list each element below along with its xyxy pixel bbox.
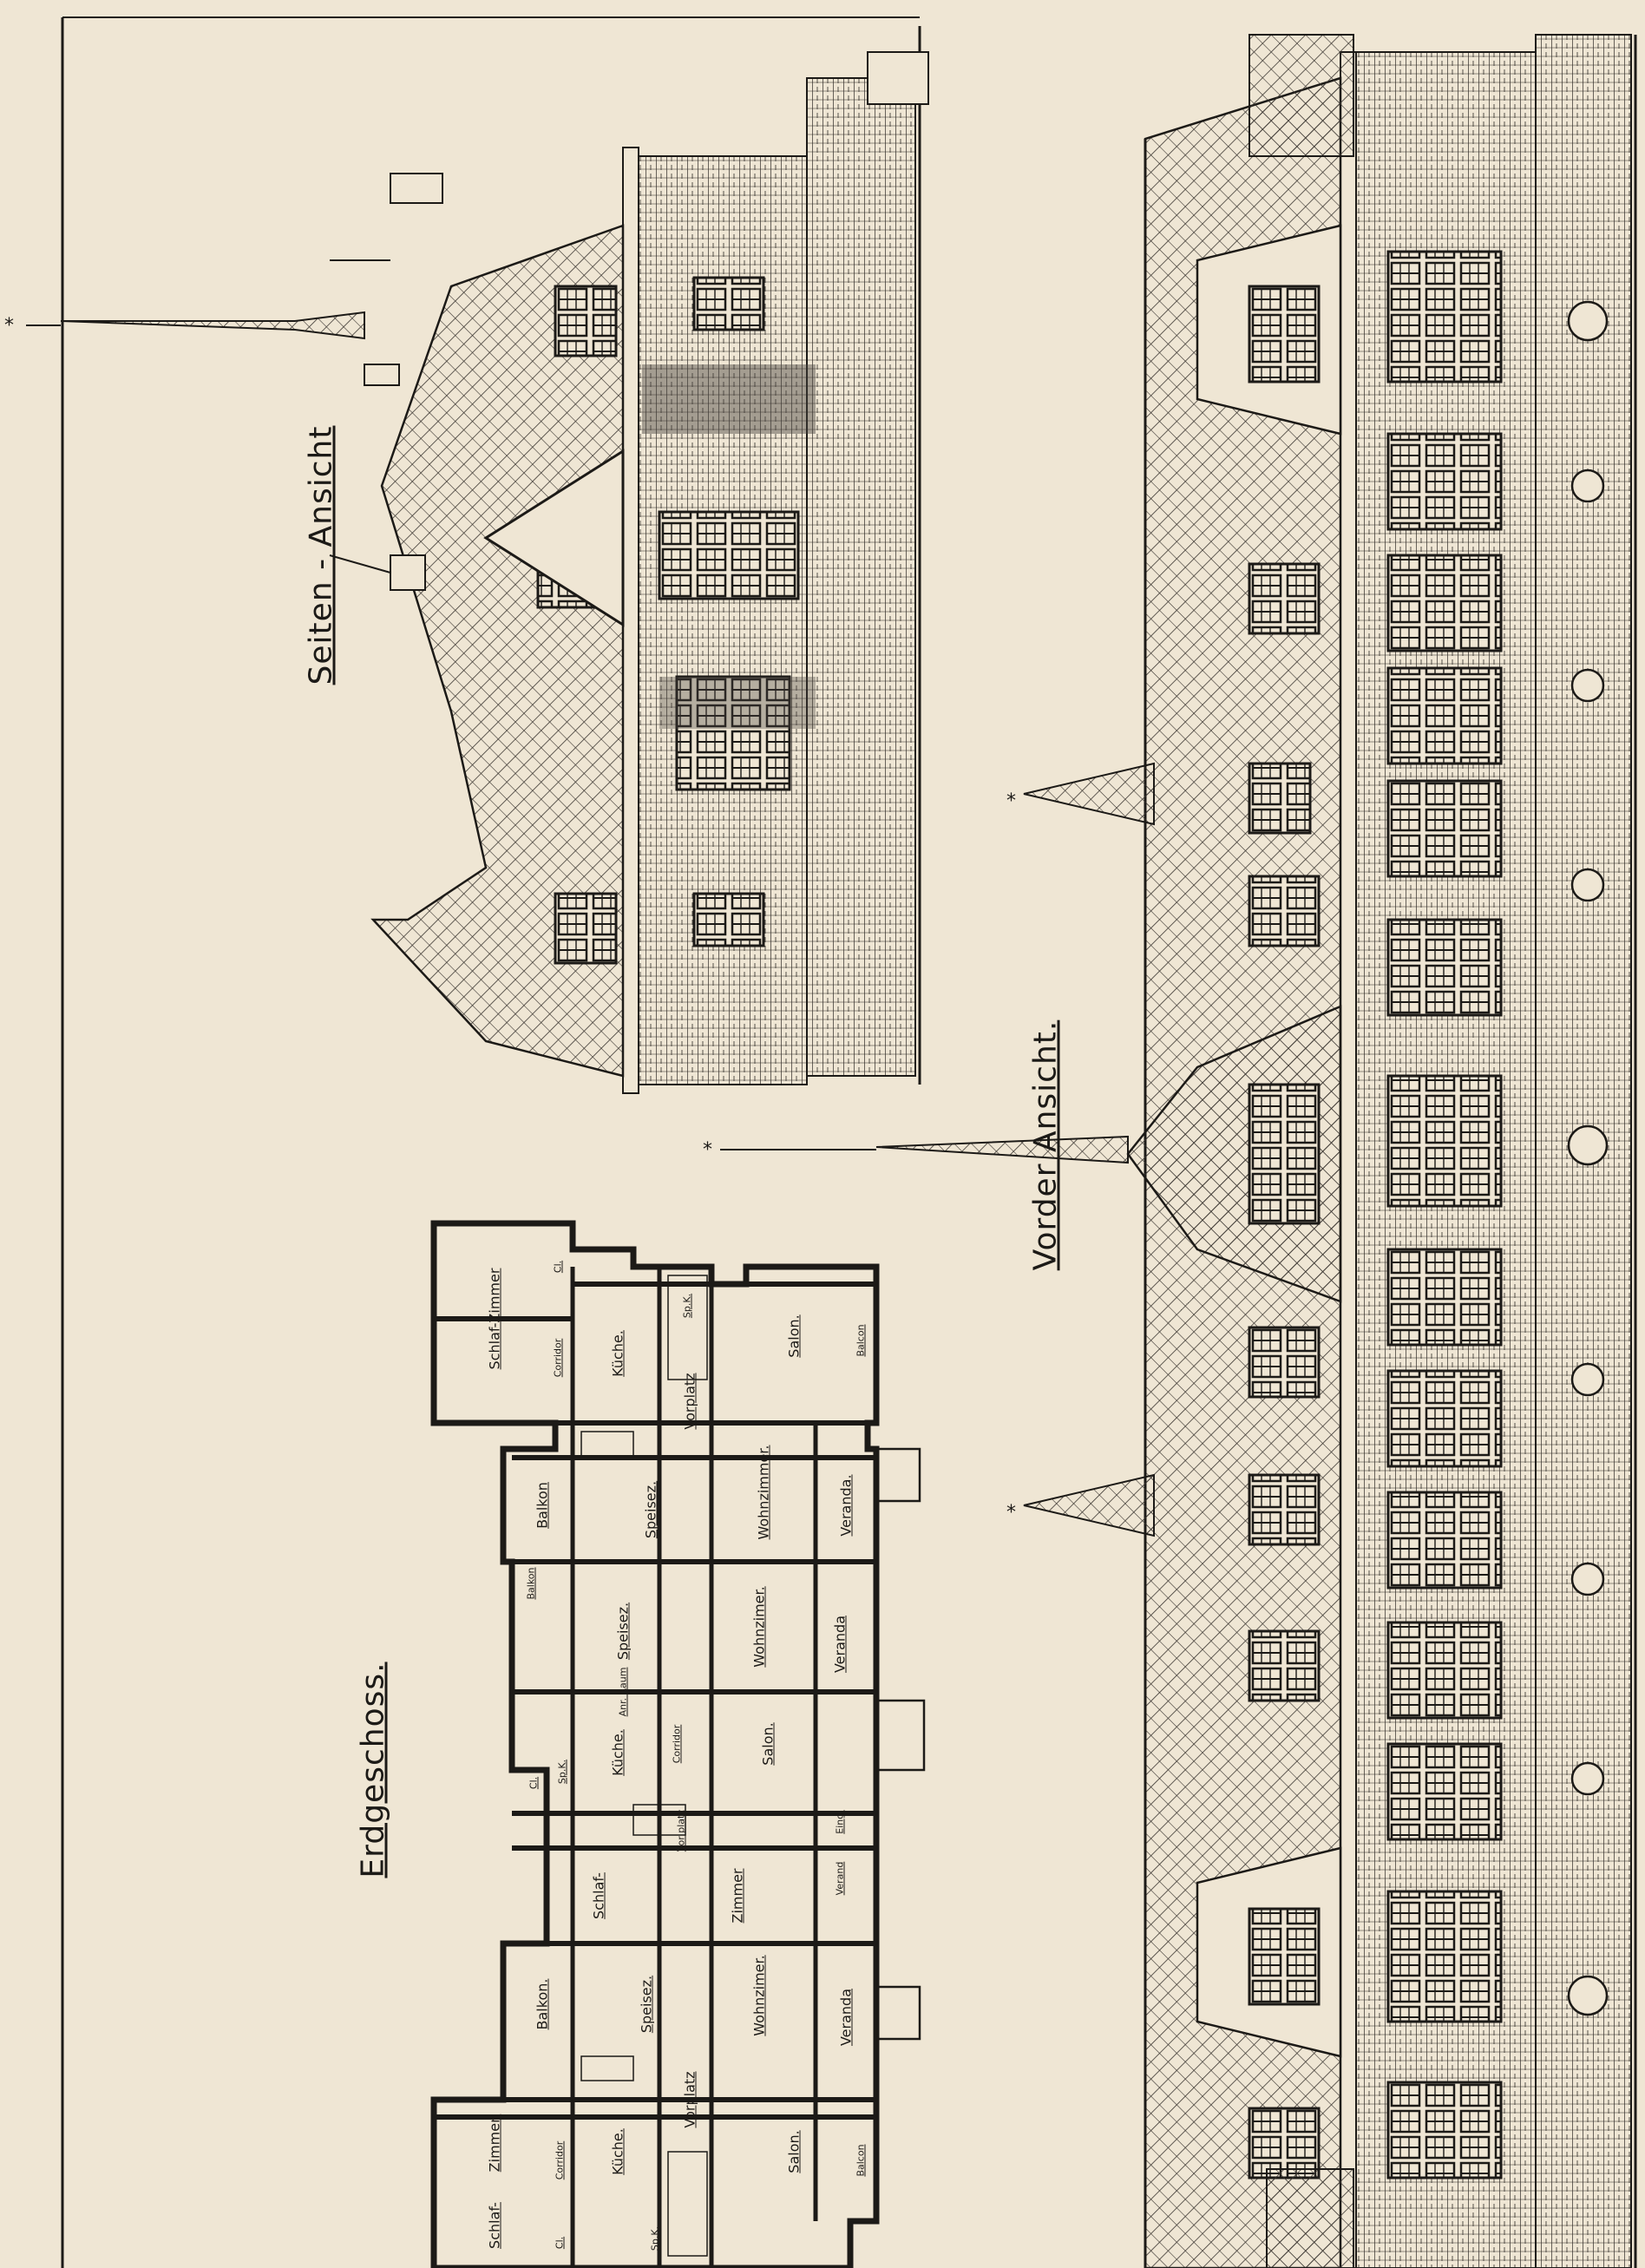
room-label: Sp.K. <box>556 1759 568 1785</box>
room-label: Wohnzimer. <box>750 1586 768 1668</box>
svg-text:*: * <box>1006 790 1016 812</box>
room-label: Veranda. <box>837 1474 855 1537</box>
room-label: Schlaf- <box>590 1872 607 1919</box>
room-label: Eing. <box>834 1810 846 1834</box>
room-label: Corridor <box>554 2140 566 2180</box>
room-label: Speisez. <box>638 1975 655 2034</box>
room-label: Vorplatz <box>681 2071 698 2128</box>
room-label: Corridor <box>552 1338 564 1378</box>
sheet-border <box>61 16 920 2268</box>
front-view-title: Vorder Ansicht. <box>1027 1019 1064 1271</box>
room-label: Küche. <box>609 2128 626 2175</box>
svg-text:*: * <box>4 315 14 337</box>
svg-text:*: * <box>1006 1502 1016 1524</box>
side-view-title: Seiten - Ansicht <box>303 425 339 685</box>
svg-text:*: * <box>703 1139 712 1161</box>
front-elevation-drawing: * * * <box>703 34 1637 2268</box>
room-label: Cl. <box>528 1776 540 1790</box>
room-label: Cl. <box>552 1260 564 1274</box>
room-label: Corridor <box>671 1724 683 1764</box>
room-label: Vor platz <box>675 1809 687 1852</box>
room-label: Veranda <box>831 1615 849 1674</box>
room-label: Balkon. <box>534 1978 551 2030</box>
room-label: Sp.K. <box>681 1293 693 1319</box>
room-label: Küche. <box>609 1330 626 1377</box>
room-label: Salon. <box>785 2130 803 2173</box>
room-label: Salon. <box>759 1722 777 1766</box>
room-label: Schlaf- <box>486 2202 503 2249</box>
room-label: Cl. <box>554 2236 566 2250</box>
room-label: Verand <box>834 1861 846 1896</box>
room-label: Zimmer. <box>486 2114 503 2173</box>
room-label: Schlaf-Zimmer <box>486 1268 503 1370</box>
room-label: Balkon <box>534 1482 551 1529</box>
room-label: Veranda <box>837 1988 855 2047</box>
room-label: Balcon <box>855 2144 867 2177</box>
room-label: Balkon <box>525 1567 537 1600</box>
room-label: Zimmer <box>729 1868 746 1924</box>
room-label: Küche. <box>609 1729 626 1776</box>
room-label: Wohnzimer. <box>750 1955 768 2036</box>
room-label: Wohnzimmer. <box>755 1445 772 1540</box>
side-elevation-drawing: * <box>4 26 929 1094</box>
room-label: Speisez. <box>642 1480 659 1539</box>
ground-floor-plan <box>430 1220 926 2268</box>
room-label: Anr. Raum <box>617 1667 629 1717</box>
ground-floor-title: Erdgeschoss. <box>355 1662 391 1878</box>
room-label: Salon. <box>785 1314 803 1358</box>
room-label: Speisez. <box>614 1602 632 1661</box>
room-label: Vorplatz <box>681 1373 698 1430</box>
room-label: Balcon <box>855 1324 867 1357</box>
room-label: Sp.K. <box>649 2225 661 2252</box>
